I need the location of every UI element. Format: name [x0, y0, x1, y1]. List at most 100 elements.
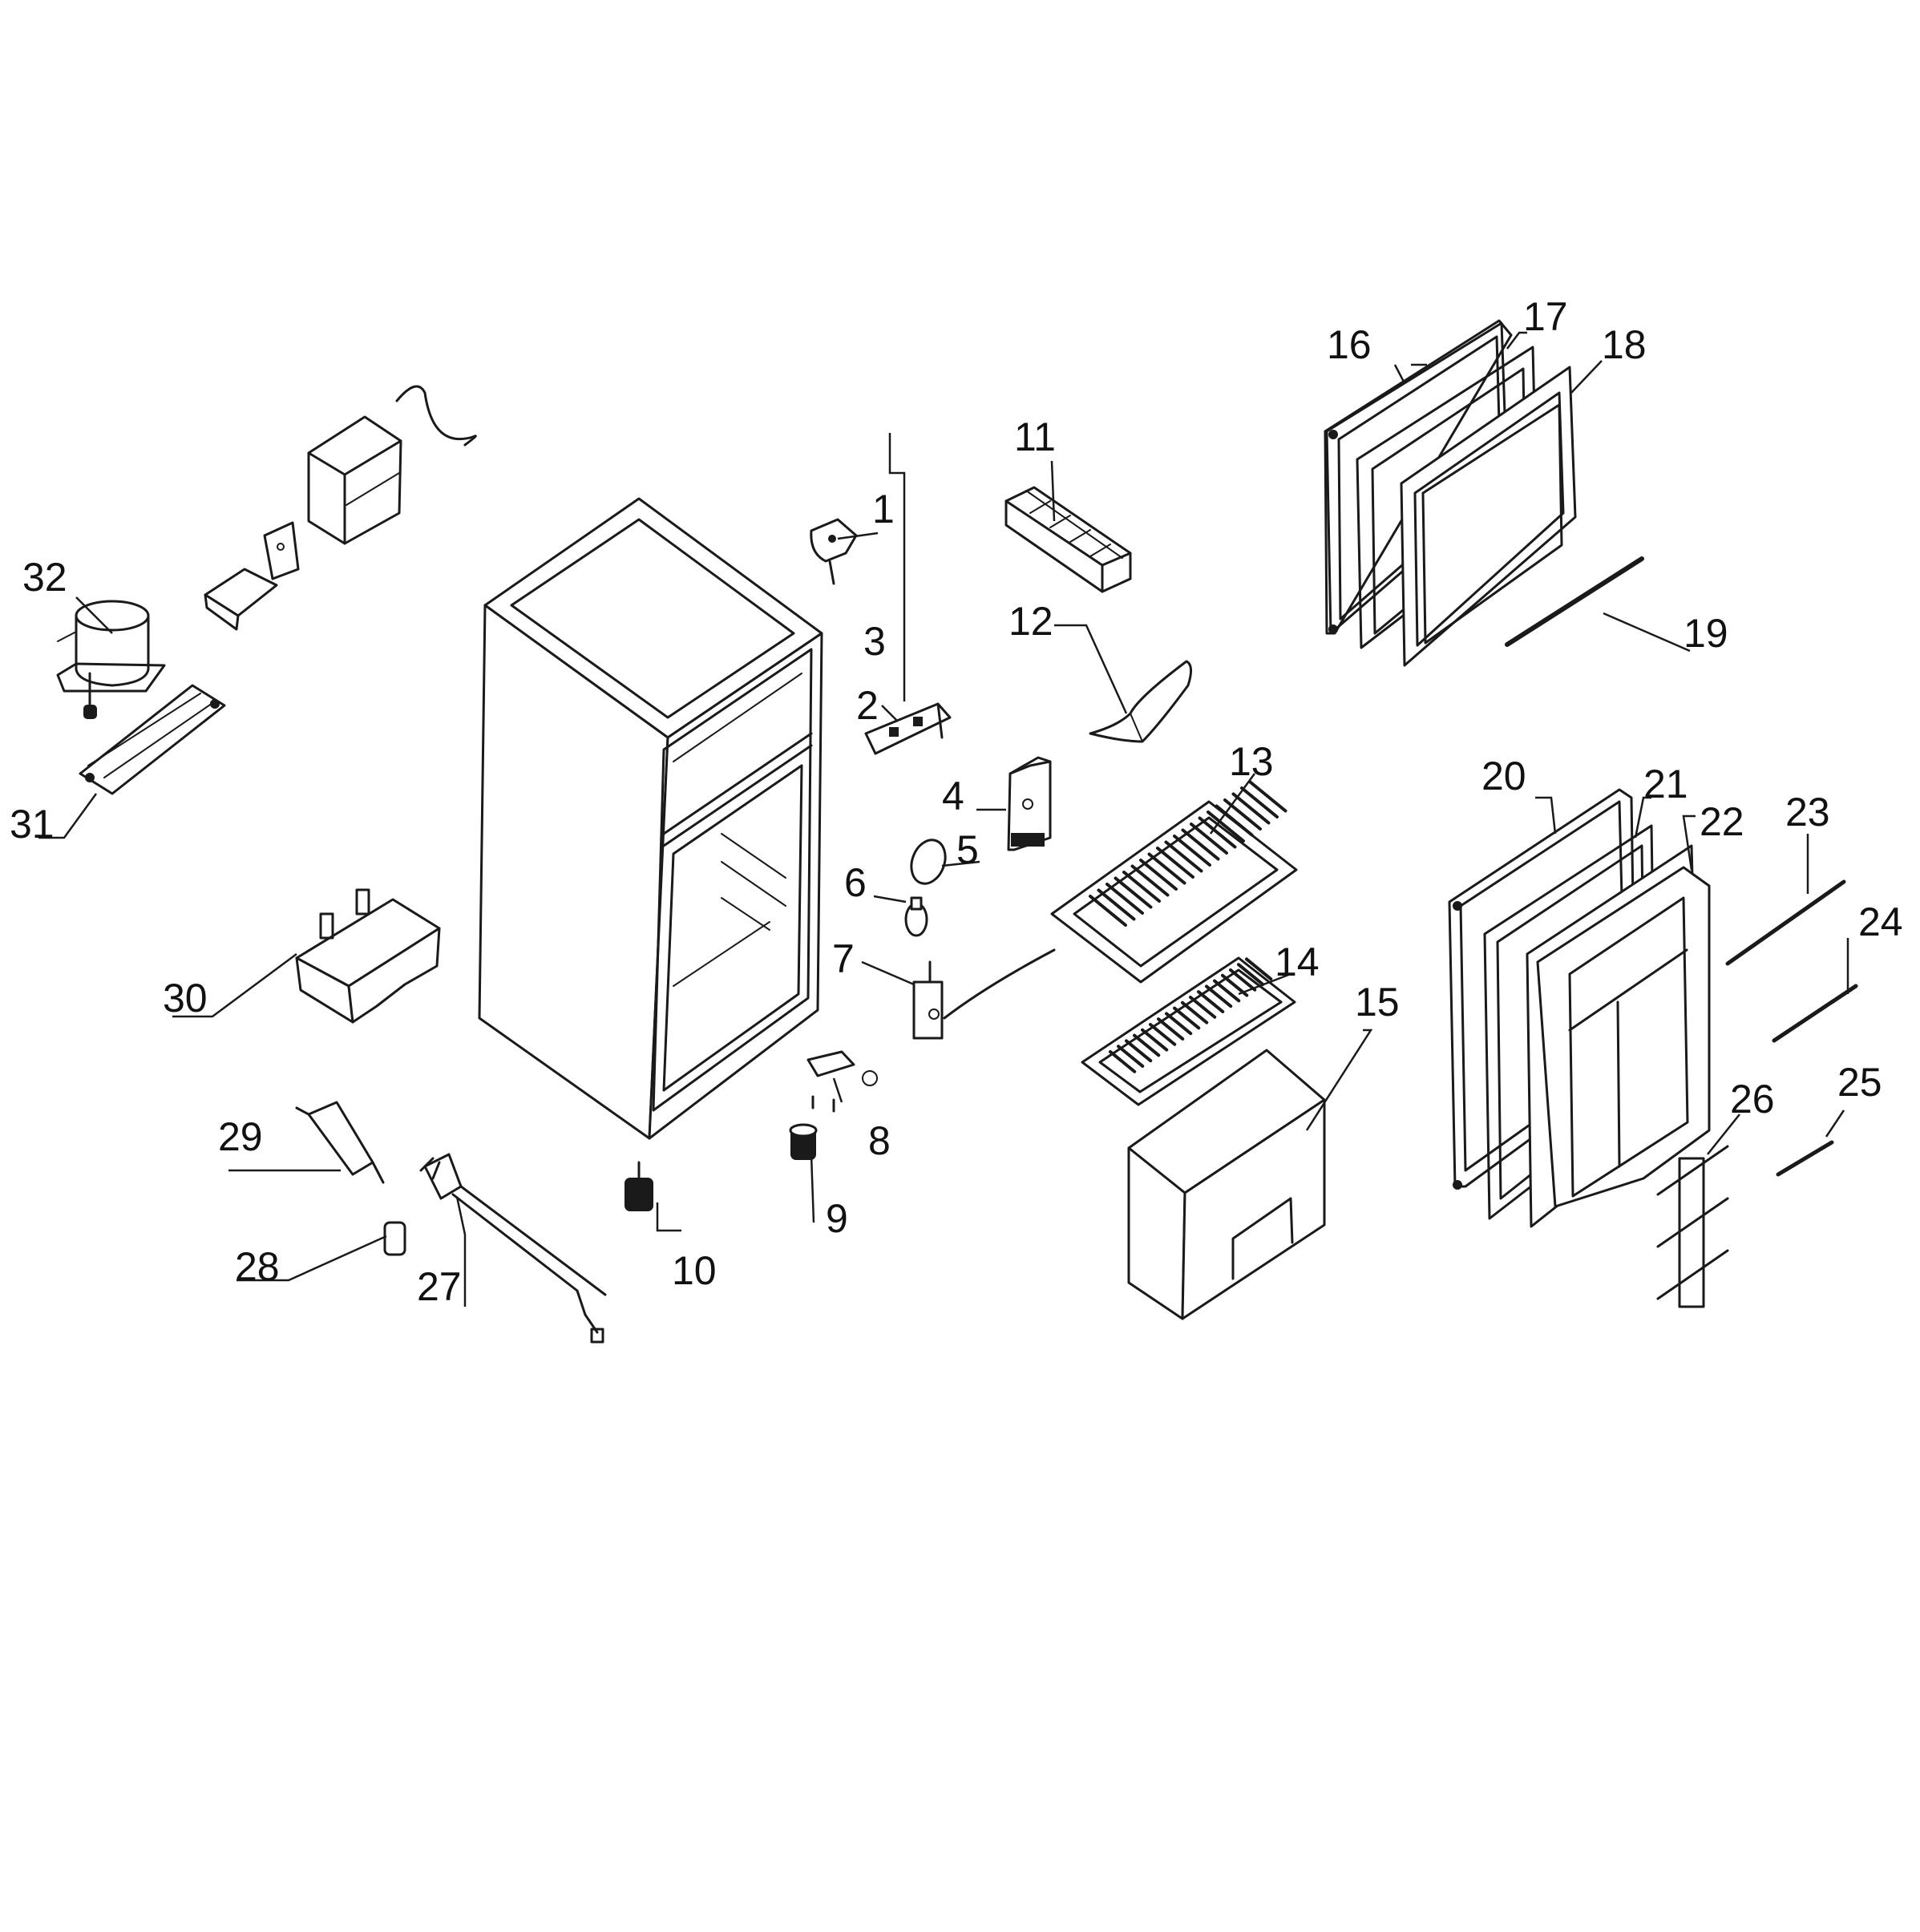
- part-8-lower-hinge: [806, 1050, 878, 1113]
- part-28-cord-clamp: [383, 1221, 406, 1256]
- grille-slot: [1240, 786, 1279, 818]
- grille-slot: [1156, 847, 1194, 879]
- part-capillary-tube: [395, 385, 477, 447]
- grille-slot: [1245, 957, 1273, 981]
- grille-slot: [1164, 840, 1203, 873]
- grille-slot: [1147, 852, 1186, 885]
- callout-15: 15: [1355, 980, 1400, 1025]
- callout-26: 26: [1730, 1077, 1775, 1122]
- grille-slot: [1173, 1006, 1201, 1030]
- callout-labels: 1 2 3 4 5 6 7 8 9 10 11 12 13 14 15 16 1…: [10, 294, 1903, 1309]
- part-12-ice-scoop: [1089, 660, 1192, 743]
- part-29-filter-drier: [295, 1101, 385, 1184]
- part-1-top-hinge: [810, 518, 858, 585]
- grille-slot: [1141, 1028, 1169, 1052]
- callout-31: 31: [10, 802, 55, 847]
- callout-1: 1: [872, 487, 895, 532]
- refrigerator-cabinet: [478, 497, 823, 1140]
- callout-32: 32: [22, 555, 67, 600]
- grille-slot: [1197, 990, 1225, 1013]
- part-overload-protector: [263, 521, 300, 580]
- part-4-thermostat-housing: [1007, 756, 1052, 851]
- callout-11: 11: [1014, 414, 1056, 459]
- callout-3: 3: [863, 619, 886, 664]
- grille-slot: [1114, 876, 1153, 909]
- grille-slot: [1205, 984, 1233, 1008]
- grille-slot: [1165, 1012, 1193, 1036]
- callout-10: 10: [672, 1248, 717, 1293]
- part-10-rear-foot: [625, 1161, 653, 1211]
- callout-2: 2: [856, 683, 879, 728]
- part-25-door-bar: [1776, 1140, 1834, 1177]
- callout-19: 19: [1684, 611, 1728, 656]
- part-22-fridge-door-liner: [1526, 844, 1711, 1228]
- callout-18: 18: [1602, 322, 1647, 367]
- part-27-power-cord: [419, 1153, 607, 1344]
- grille-slot: [1130, 864, 1170, 897]
- grille-slot: [1213, 979, 1241, 1003]
- grille-slot: [1215, 804, 1254, 837]
- part-2-3-middle-hinge: [864, 702, 952, 755]
- part-5-6-lamp-and-bulb: [904, 839, 947, 937]
- grille-slot: [1117, 1045, 1145, 1068]
- part-13-wire-shelf: [1050, 780, 1298, 984]
- callout-23: 23: [1785, 790, 1830, 835]
- grille-slot: [1181, 1000, 1209, 1025]
- grille-slot: [1173, 835, 1211, 867]
- callout-14: 14: [1275, 940, 1320, 984]
- callout-27: 27: [417, 1264, 462, 1309]
- part-13-shelf-grille: [1089, 780, 1287, 927]
- callout-22: 22: [1700, 799, 1744, 844]
- grille-slot: [1229, 968, 1257, 992]
- grille-slot: [1181, 828, 1220, 861]
- grille-slot: [1207, 810, 1245, 843]
- part-30-drip-tray: [295, 888, 441, 1024]
- grille-slot: [1097, 888, 1136, 921]
- grille-slot: [1248, 780, 1287, 813]
- callout-5: 5: [956, 827, 979, 872]
- callout-12: 12: [1009, 599, 1053, 644]
- callout-17: 17: [1523, 294, 1568, 339]
- callout-8: 8: [868, 1118, 891, 1163]
- part-condenser-cover: [307, 415, 402, 545]
- callout-9: 9: [826, 1196, 848, 1241]
- grille-slot: [1133, 1033, 1161, 1057]
- callout-28: 28: [235, 1244, 280, 1289]
- callout-16: 16: [1327, 322, 1372, 367]
- callout-20: 20: [1481, 754, 1526, 798]
- callout-25: 25: [1837, 1060, 1882, 1105]
- grille-slot: [1089, 895, 1127, 927]
- part-15-crisper-drawer: [1127, 1049, 1326, 1320]
- callout-13: 13: [1229, 739, 1274, 784]
- grille-slot: [1106, 883, 1144, 915]
- part-19-freezer-door-strip: [1505, 556, 1644, 647]
- callout-29: 29: [218, 1114, 263, 1159]
- part-31-compressor-mounting-rail: [79, 684, 226, 795]
- part-24-door-bar: [1772, 984, 1858, 1043]
- callout-6: 6: [844, 860, 867, 905]
- callout-7: 7: [832, 936, 855, 981]
- leader-lines: [38, 331, 1849, 1307]
- grille-slot: [1231, 792, 1271, 825]
- grille-slot: [1149, 1023, 1177, 1046]
- callout-24: 24: [1858, 899, 1903, 944]
- grille-slot: [1109, 1050, 1137, 1073]
- grille-slot: [1198, 816, 1237, 849]
- grille-slot: [1189, 996, 1217, 1019]
- part-7-door-switch: [912, 948, 1056, 1040]
- grille-slot: [1157, 1017, 1185, 1041]
- callout-4: 4: [942, 774, 964, 818]
- part-32-compressor: [56, 600, 166, 719]
- part-relay-box: [204, 568, 278, 631]
- grille-slot: [1122, 871, 1161, 903]
- part-18-freezer-door-liner: [1400, 366, 1577, 667]
- part-9-front-foot: [789, 1123, 818, 1160]
- callout-21: 21: [1643, 762, 1688, 806]
- part-23-door-bar: [1725, 879, 1846, 966]
- grille-slot: [1125, 1039, 1153, 1063]
- part-11-egg-tray: [1004, 486, 1132, 593]
- grille-slot: [1139, 859, 1178, 891]
- callout-30: 30: [163, 976, 208, 1021]
- grille-slot: [1237, 963, 1265, 986]
